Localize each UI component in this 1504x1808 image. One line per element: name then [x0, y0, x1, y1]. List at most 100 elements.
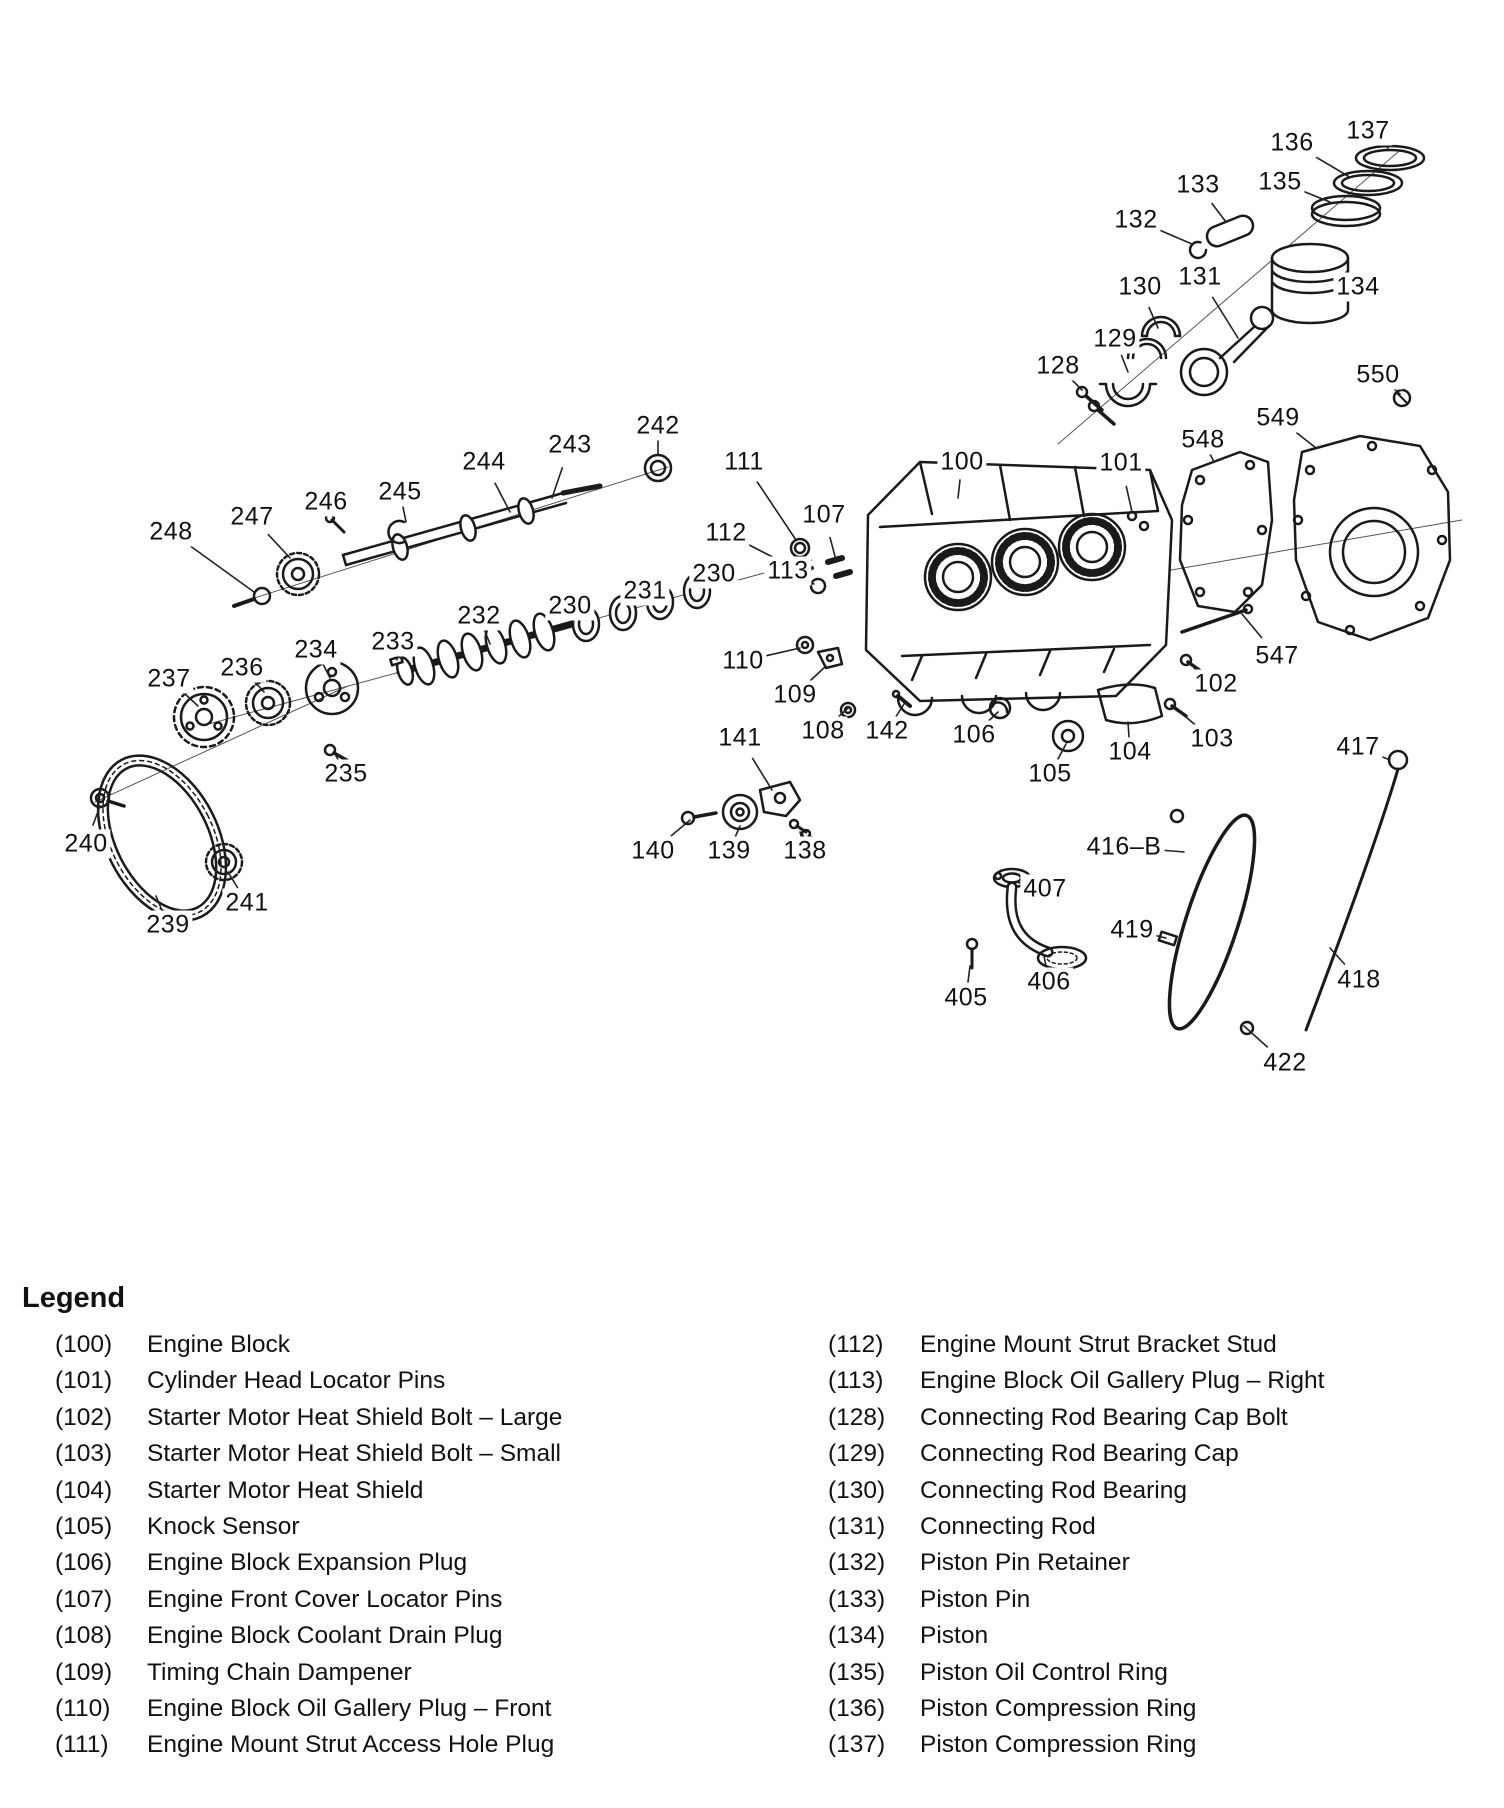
callout-136: 136 — [1267, 128, 1317, 158]
legend-item-number: (102) — [55, 1403, 113, 1431]
legend-item-number: (131) — [828, 1512, 886, 1540]
legend-title: Legend — [22, 1282, 126, 1314]
legend-item-102: (102) Starter Motor Heat Shield Bolt – La… — [55, 1404, 562, 1440]
legend-item-number: (136) — [828, 1694, 886, 1722]
callout-239: 239 — [143, 910, 193, 940]
callout-110: 110 — [719, 646, 767, 676]
callout-112: 112 — [702, 518, 750, 548]
callout-547: 547 — [1252, 641, 1302, 671]
legend-item-description: Starter Motor Heat Shield Bolt – Small — [147, 1440, 561, 1468]
legend-item-113: (113) Engine Block Oil Gallery Plug – Rig… — [828, 1367, 1324, 1403]
legend-item-number: (107) — [55, 1585, 113, 1613]
callout-103: 103 — [1187, 724, 1237, 754]
legend-item-131: (131) Connecting Rod — [828, 1513, 1324, 1549]
callout-418: 418 — [1334, 965, 1384, 995]
legend-item-description: Connecting Rod Bearing Cap Bolt — [920, 1403, 1288, 1431]
legend-item-description: Engine Front Cover Locator Pins — [147, 1585, 503, 1613]
legend-item-136: (136)Piston Compression Ring — [828, 1695, 1324, 1731]
callout-247: 247 — [227, 502, 277, 532]
callout-231: 231 — [620, 576, 670, 606]
callout-417: 417 — [1333, 732, 1383, 762]
legend-item-description: Engine Block — [147, 1331, 291, 1358]
legend-item-112: (112) Engine Mount Strut Bracket Stud — [828, 1331, 1324, 1367]
callout-236: 236 — [217, 653, 267, 683]
legend-item-description: Connecting Rod — [920, 1512, 1096, 1540]
legend-item-106: (106)Engine Block Expansion Plug — [55, 1549, 562, 1585]
callout-135: 135 — [1255, 167, 1305, 197]
oil-pickup-art — [965, 867, 1088, 971]
legend-item-number: (100) — [55, 1331, 113, 1358]
callout-416–B: 416–B — [1083, 832, 1165, 862]
legend-item-103: (103)Starter Motor Heat Shield Bolt – Sm… — [55, 1440, 562, 1476]
legend-item-109: (109) Timing Chain Dampener — [55, 1659, 562, 1695]
legend-item-110: (110)Engine Block Oil Gallery Plug – Fro… — [55, 1695, 562, 1731]
callout-248: 248 — [146, 517, 196, 547]
legend-item-number: (128) — [828, 1403, 886, 1431]
callout-108: 108 — [798, 716, 848, 746]
callout-240: 240 — [61, 829, 111, 859]
callout-109: 109 — [770, 680, 820, 710]
callout-232: 232 — [454, 601, 504, 631]
legend-item-description: Engine Mount Strut Bracket Stud — [920, 1331, 1277, 1358]
legend-item-description: Engine Block Coolant Drain Plug — [147, 1622, 503, 1650]
legend-item-description: Timing Chain Dampener — [147, 1658, 412, 1686]
legend-item-111: (111) Engine Mount Strut Access Hole Plug — [55, 1731, 562, 1767]
legend-item-description: Piston Compression Ring — [920, 1731, 1197, 1759]
legend-item-description: Engine Block Expansion Plug — [147, 1549, 468, 1577]
legend-item-133: (133)Piston Pin — [828, 1586, 1324, 1622]
callout-134: 134 — [1333, 272, 1383, 302]
callout-105: 105 — [1025, 759, 1075, 789]
callout-230: 230 — [545, 591, 595, 621]
legend-item-number: (134) — [828, 1622, 886, 1650]
legend-item-number: (110) — [55, 1694, 111, 1722]
legend-item-description: Starter Motor Heat Shield Bolt – Large — [147, 1403, 563, 1431]
timing-chain-art — [89, 754, 244, 922]
legend-item-description: Piston Pin — [920, 1585, 1031, 1613]
legend-item-number: (104) — [55, 1476, 113, 1504]
legend-item-135: (135)Piston Oil Control Ring — [828, 1659, 1324, 1695]
callout-111: 111 — [721, 447, 767, 477]
callout-234: 234 — [291, 635, 341, 665]
callout-133: 133 — [1173, 170, 1223, 200]
legend-item-number: (109) — [55, 1658, 113, 1686]
callout-141: 141 — [715, 723, 765, 753]
callout-131: 131 — [1175, 262, 1225, 292]
callout-237: 237 — [144, 664, 194, 694]
legend-section: Legend (100)Engine Block(101)Cylinder He… — [0, 1282, 1504, 1801]
piston-assembly-art — [1075, 144, 1426, 426]
legend-item-number: (101) — [55, 1367, 113, 1395]
legend-item-107: (107) Engine Front Cover Locator Pins — [55, 1586, 562, 1622]
callout-405: 405 — [941, 983, 991, 1013]
legend-item-description: Engine Block Oil Gallery Plug – Right — [920, 1367, 1325, 1395]
callout-243: 243 — [545, 430, 595, 460]
legend-item-105: (105)Knock Sensor — [55, 1513, 562, 1549]
legend-item-134: (134) Piston — [828, 1622, 1324, 1658]
legend-column-left: (100)Engine Block(101)Cylinder Head Loca… — [55, 1331, 562, 1768]
legend-item-number: (108) — [55, 1622, 113, 1650]
legend-item-description: Connecting Rod Bearing Cap — [920, 1440, 1239, 1468]
callout-113: 113 — [764, 556, 812, 586]
legend-item-number: (111) — [55, 1731, 109, 1759]
oil-pump-drive-art — [680, 780, 820, 844]
legend-item-number: (113) — [828, 1367, 884, 1395]
callout-132: 132 — [1111, 205, 1161, 235]
callout-422: 422 — [1260, 1048, 1310, 1078]
callout-130: 130 — [1115, 272, 1165, 302]
callout-407: 407 — [1020, 874, 1070, 904]
callout-140: 140 — [628, 836, 678, 866]
callout-235: 235 — [321, 759, 371, 789]
callout-549: 549 — [1253, 403, 1303, 433]
callout-419: 419 — [1107, 915, 1157, 945]
legend-item-number: (112) — [828, 1331, 884, 1358]
legend-item-130: (130)Connecting Rod Bearing — [828, 1477, 1324, 1513]
front-cover-art — [1178, 388, 1452, 642]
callout-100: 100 — [937, 447, 987, 477]
legend-item-108: (108) Engine Block Coolant Drain Plug — [55, 1622, 562, 1658]
callout-137: 137 — [1343, 116, 1393, 146]
legend-item-description: Engine Mount Strut Access Hole Plug — [147, 1731, 555, 1759]
legend-item-description: Piston — [920, 1622, 989, 1650]
legend-item-number: (105) — [55, 1512, 113, 1540]
callout-550: 550 — [1353, 360, 1403, 390]
callout-242: 242 — [633, 411, 683, 441]
